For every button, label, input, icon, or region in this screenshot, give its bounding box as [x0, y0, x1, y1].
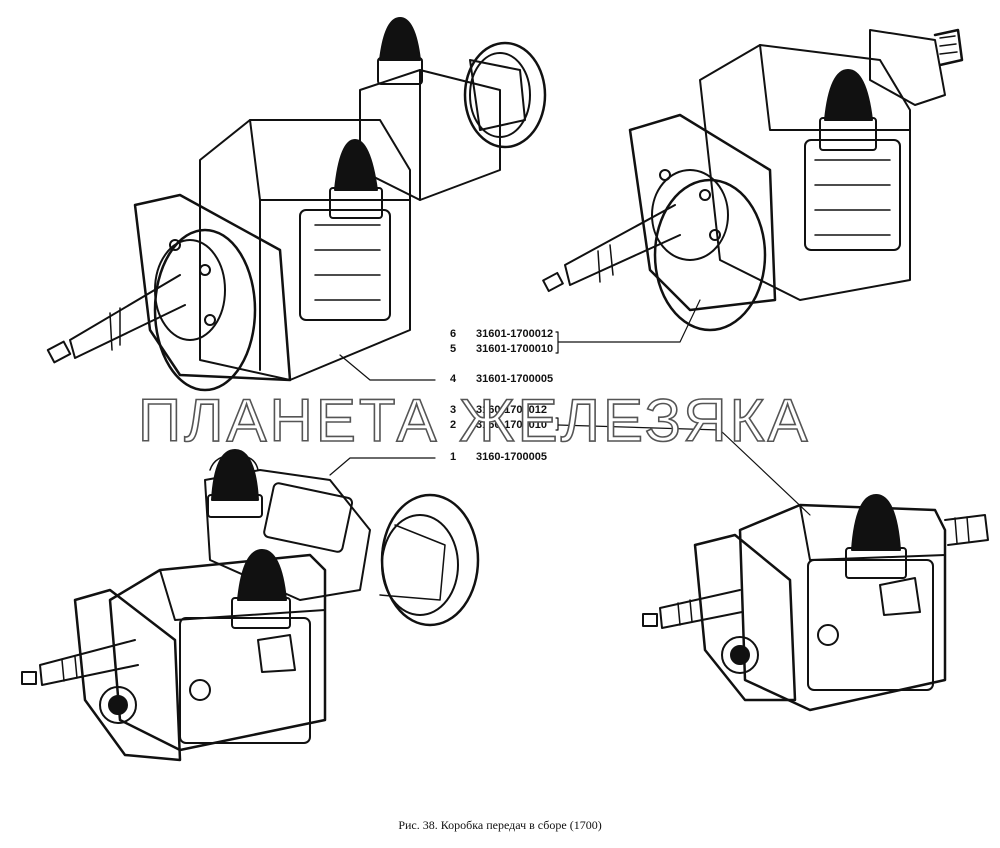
figure-caption: Рис. 38. Коробка передач в сборе (1700) [398, 818, 602, 832]
callout-code: 3160-1700012 [476, 404, 547, 416]
leader-lines [329, 299, 811, 516]
gearbox-assembly-4 [46, 17, 547, 392]
callout-number: 3 [450, 404, 457, 416]
callout-4: 4 31601-1700005 [450, 373, 553, 386]
callout-2: 2 3160-1700010 [450, 419, 547, 432]
callout-code: 31601-1700010 [476, 343, 554, 355]
gearbox-assembly-2-3 [642, 494, 989, 712]
callout-code: 3160-1700010 [476, 419, 547, 431]
callout-number: 1 [450, 451, 457, 463]
callout-6: 6 31601-1700012 [450, 328, 553, 341]
callout-number: 5 [450, 343, 457, 355]
callout-number: 6 [450, 328, 457, 340]
gearbox-assembly-5-6 [542, 28, 964, 332]
callout-number: 2 [450, 419, 457, 431]
callout-code: 31601-1700005 [476, 373, 554, 385]
callout-3: 3 3160-1700012 [450, 404, 547, 417]
callout-5: 5 31601-1700010 [450, 343, 553, 356]
callout-code: 3160-1700005 [476, 451, 547, 463]
callout-1: 1 3160-1700005 [450, 451, 547, 464]
gearbox-assembly-1 [21, 449, 480, 762]
callout-code: 31601-1700012 [476, 328, 554, 340]
callout-number: 4 [450, 373, 457, 385]
